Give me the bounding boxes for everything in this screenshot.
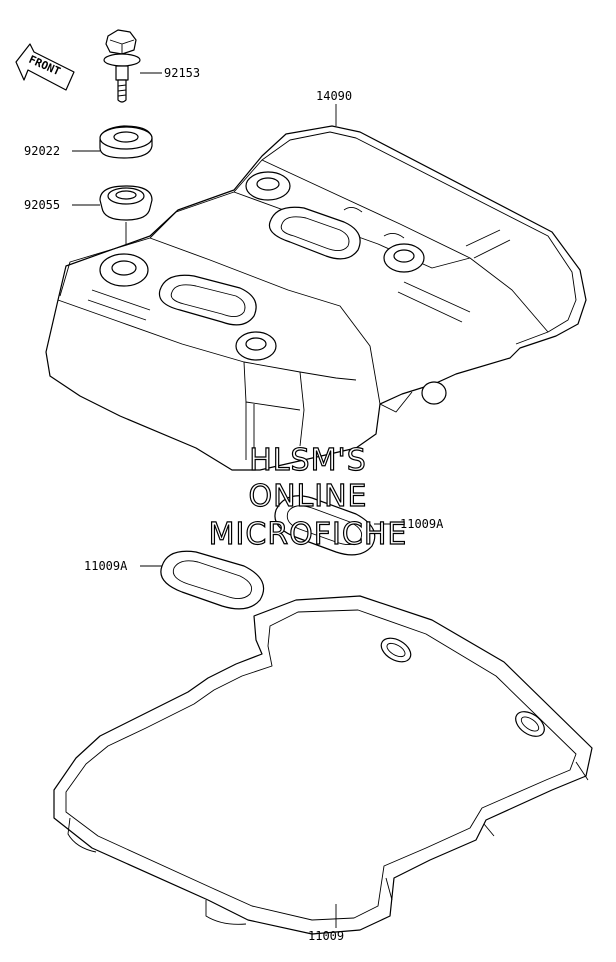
washer-92022[interactable] [99, 125, 153, 159]
bolt-92153[interactable] [103, 29, 141, 103]
watermark: HLSM'S ONLINE MICROFICHE [208, 442, 408, 552]
plug-hole-gasket-11009A-upper[interactable] [274, 495, 376, 556]
part-label-92055: 92055 [24, 198, 60, 212]
part-label-92022: 92022 [24, 144, 60, 158]
plug-hole-gasket-11009A-lower[interactable] [160, 550, 265, 610]
watermark-line-2: ONLINE [248, 479, 367, 514]
part-label-14090: 14090 [316, 89, 352, 103]
grommet-92055[interactable] [99, 185, 153, 221]
watermark-line-1: HLSM'S [249, 443, 367, 478]
front-arrow-icon: FRONT [15, 43, 75, 91]
watermark-line-3: MICROFICHE [209, 517, 408, 552]
part-label-11009: 11009 [308, 929, 344, 943]
cylinder-head-cover-14090[interactable] [45, 125, 587, 471]
head-cover-gasket-11009[interactable] [53, 595, 593, 935]
part-label-92153: 92153 [164, 66, 200, 80]
part-label-11009A-upper: 11009A [400, 517, 444, 531]
part-label-11009A-lower: 11009A [84, 559, 128, 573]
